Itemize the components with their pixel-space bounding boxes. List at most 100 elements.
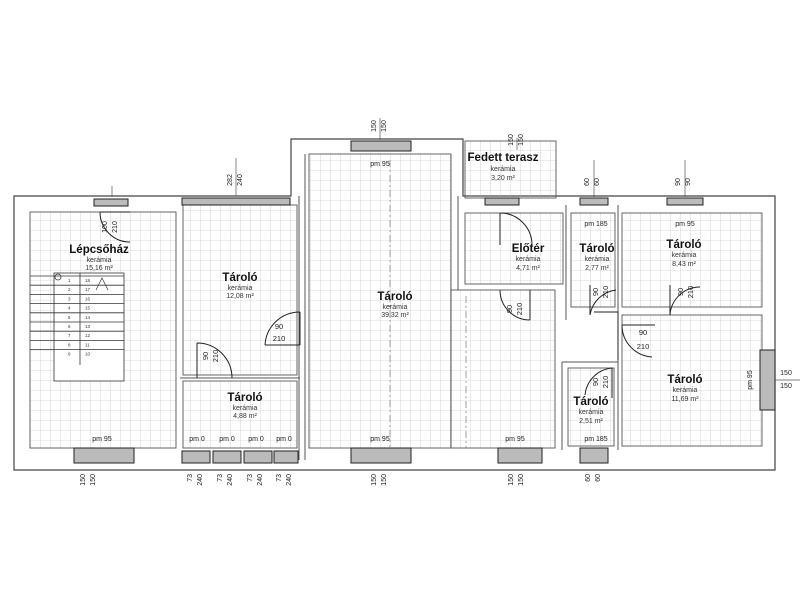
svg-text:240: 240 (257, 474, 264, 486)
svg-text:15,16 m²: 15,16 m² (85, 265, 113, 272)
svg-text:150: 150 (371, 474, 378, 486)
parapet-right-side: pm 95 (747, 370, 754, 390)
room-label-stairwell: Lépcsőház kerámia 15,16 m² (69, 244, 129, 272)
stair-start-marker (54, 273, 62, 281)
svg-text:kerámia: kerámia (516, 256, 541, 263)
stair-step-number: 2 (68, 287, 71, 292)
dimension-labels: 150 150 150 150 282 240 60 60 90 90 100 … (80, 120, 792, 486)
stair-step-number: 6 (68, 324, 71, 329)
svg-text:90: 90 (675, 178, 682, 186)
svg-text:Tároló: Tároló (579, 243, 614, 255)
stair-step-number: 9 (68, 352, 71, 357)
svg-text:3,20 m²: 3,20 m² (491, 175, 515, 182)
room-label-entry: Előtér kerámia 4,71 m² (512, 243, 545, 272)
parapet-b3: pm 0 (248, 436, 264, 443)
room-label-storage-e: Tároló kerámia 11,69 m² (667, 374, 702, 403)
svg-text:282: 282 (227, 174, 234, 186)
svg-text:kerámia: kerámia (579, 409, 604, 416)
svg-text:Fedett terasz: Fedett terasz (468, 152, 539, 164)
parapet-mid-bottom: pm 95 (505, 436, 525, 443)
svg-text:240: 240 (227, 474, 234, 486)
parapet-big-top: pm 95 (370, 161, 390, 168)
svg-text:150: 150 (381, 474, 388, 486)
room-storage-e-fill (621, 314, 763, 447)
room-label-storage-b: Tároló kerámia 4,88 m² (227, 392, 262, 420)
window-top-stair (93, 198, 129, 207)
stair-step-number: 17 (85, 287, 91, 292)
window-bottom-mid (497, 447, 543, 464)
svg-text:150: 150 (381, 120, 388, 132)
svg-text:60: 60 (584, 178, 591, 186)
svg-text:90: 90 (685, 178, 692, 186)
room-label-storage-c: Tároló kerámia 2,77 m² (579, 243, 614, 272)
stair-step-number: 13 (85, 324, 91, 329)
room-label-storage-f: Tároló kerámia 2,51 m² (573, 396, 608, 425)
svg-text:Tároló: Tároló (666, 239, 701, 251)
svg-text:Tároló: Tároló (573, 396, 608, 408)
window-bottom-big (350, 447, 412, 464)
svg-text:Előtér: Előtér (512, 243, 545, 255)
parapet-big-bottom: pm 95 (370, 436, 390, 443)
svg-text:11,69 m²: 11,69 m² (671, 396, 699, 403)
svg-text:60: 60 (594, 178, 601, 186)
window-bottom-3 (243, 450, 273, 464)
svg-text:150: 150 (780, 383, 792, 390)
room-label-terrace: Fedett terasz kerámia 3,20 m² (468, 152, 539, 182)
svg-text:73: 73 (276, 474, 283, 482)
window-top-small (579, 197, 609, 206)
window-terrace (484, 197, 520, 206)
parapet-b4: pm 0 (276, 436, 292, 443)
parapet-small-bottom: pm 185 (584, 436, 607, 443)
svg-text:210: 210 (112, 221, 119, 233)
svg-text:73: 73 (217, 474, 224, 482)
svg-text:Tároló: Tároló (377, 291, 412, 303)
svg-text:90: 90 (201, 352, 210, 360)
svg-text:150: 150 (371, 120, 378, 132)
svg-text:kerámia: kerámia (233, 405, 258, 412)
svg-text:210: 210 (686, 286, 695, 299)
parapet-b1: pm 0 (189, 436, 205, 443)
svg-text:12,08 m²: 12,08 m² (226, 293, 254, 300)
svg-text:210: 210 (515, 303, 524, 316)
svg-text:150: 150 (518, 134, 525, 146)
svg-text:100: 100 (102, 221, 109, 233)
room-storage-f-fill (567, 367, 615, 447)
svg-text:4,71 m²: 4,71 m² (516, 265, 540, 272)
room-entry-fill (464, 212, 564, 285)
svg-text:39,32 m²: 39,32 m² (381, 312, 409, 319)
svg-text:90: 90 (639, 328, 647, 337)
staircase (30, 272, 125, 382)
svg-text:60: 60 (585, 474, 592, 482)
building-outline (13, 138, 776, 471)
svg-text:2,77 m²: 2,77 m² (585, 265, 609, 272)
stair-step-number: 18 (85, 278, 91, 283)
stair-step-number: 4 (68, 306, 71, 311)
svg-text:210: 210 (601, 376, 610, 389)
window-top-storage-a (181, 197, 291, 206)
svg-text:210: 210 (637, 342, 650, 351)
window-right (759, 349, 776, 411)
svg-text:kerámia: kerámia (87, 257, 112, 264)
room-label-storage-d: Tároló kerámia 8,43 m² (666, 239, 701, 268)
stair-step-number: 8 (68, 342, 71, 347)
stair-step-number: 12 (85, 333, 91, 338)
parapet-right-top: pm 95 (675, 221, 695, 228)
svg-text:kerámia: kerámia (585, 256, 610, 263)
room-storage-big-fill (308, 153, 452, 449)
svg-text:2,51 m²: 2,51 m² (579, 418, 603, 425)
stair-step-number: 3 (68, 296, 71, 301)
parapet-small-top: pm 185 (584, 221, 607, 228)
room-storage-b-fill (182, 380, 298, 449)
svg-text:240: 240 (237, 174, 244, 186)
stair-step-number: 5 (68, 315, 71, 320)
svg-text:90: 90 (591, 378, 600, 386)
stair-step-number: 11 (85, 342, 90, 347)
svg-text:kerámia: kerámia (491, 166, 516, 173)
window-top-big (350, 140, 412, 152)
parapet-stair: pm 95 (92, 436, 112, 443)
svg-text:90: 90 (676, 288, 685, 296)
room-fills (29, 140, 763, 449)
dimension-ticks (111, 118, 800, 381)
svg-text:90: 90 (275, 322, 283, 331)
